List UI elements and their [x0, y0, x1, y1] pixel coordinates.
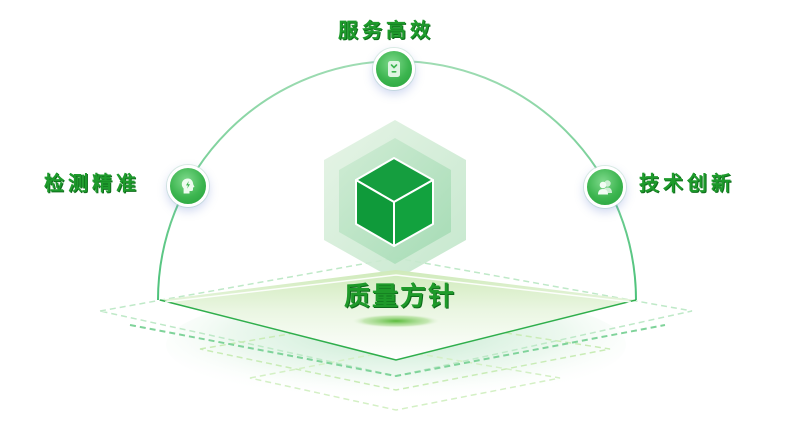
clipboard-icon: [388, 61, 400, 77]
head-lightning-icon: [181, 178, 195, 194]
node-service-efficiency[interactable]: [373, 48, 415, 90]
node-label-accurate-testing: 检测精准: [44, 171, 140, 195]
users-icon: [598, 180, 612, 195]
cube-shadow: [350, 314, 442, 328]
cube-icon: [355, 157, 434, 247]
platform-edge: [159, 299, 637, 361]
node-accurate-testing[interactable]: [167, 165, 209, 207]
node-label-tech-innovation: 技术创新: [639, 171, 735, 195]
dashed-layers: [99, 257, 693, 411]
node-label-service-efficiency: 服务高效: [338, 18, 434, 42]
center-label: 质量方针: [343, 282, 456, 312]
node-tech-innovation[interactable]: [584, 166, 626, 208]
